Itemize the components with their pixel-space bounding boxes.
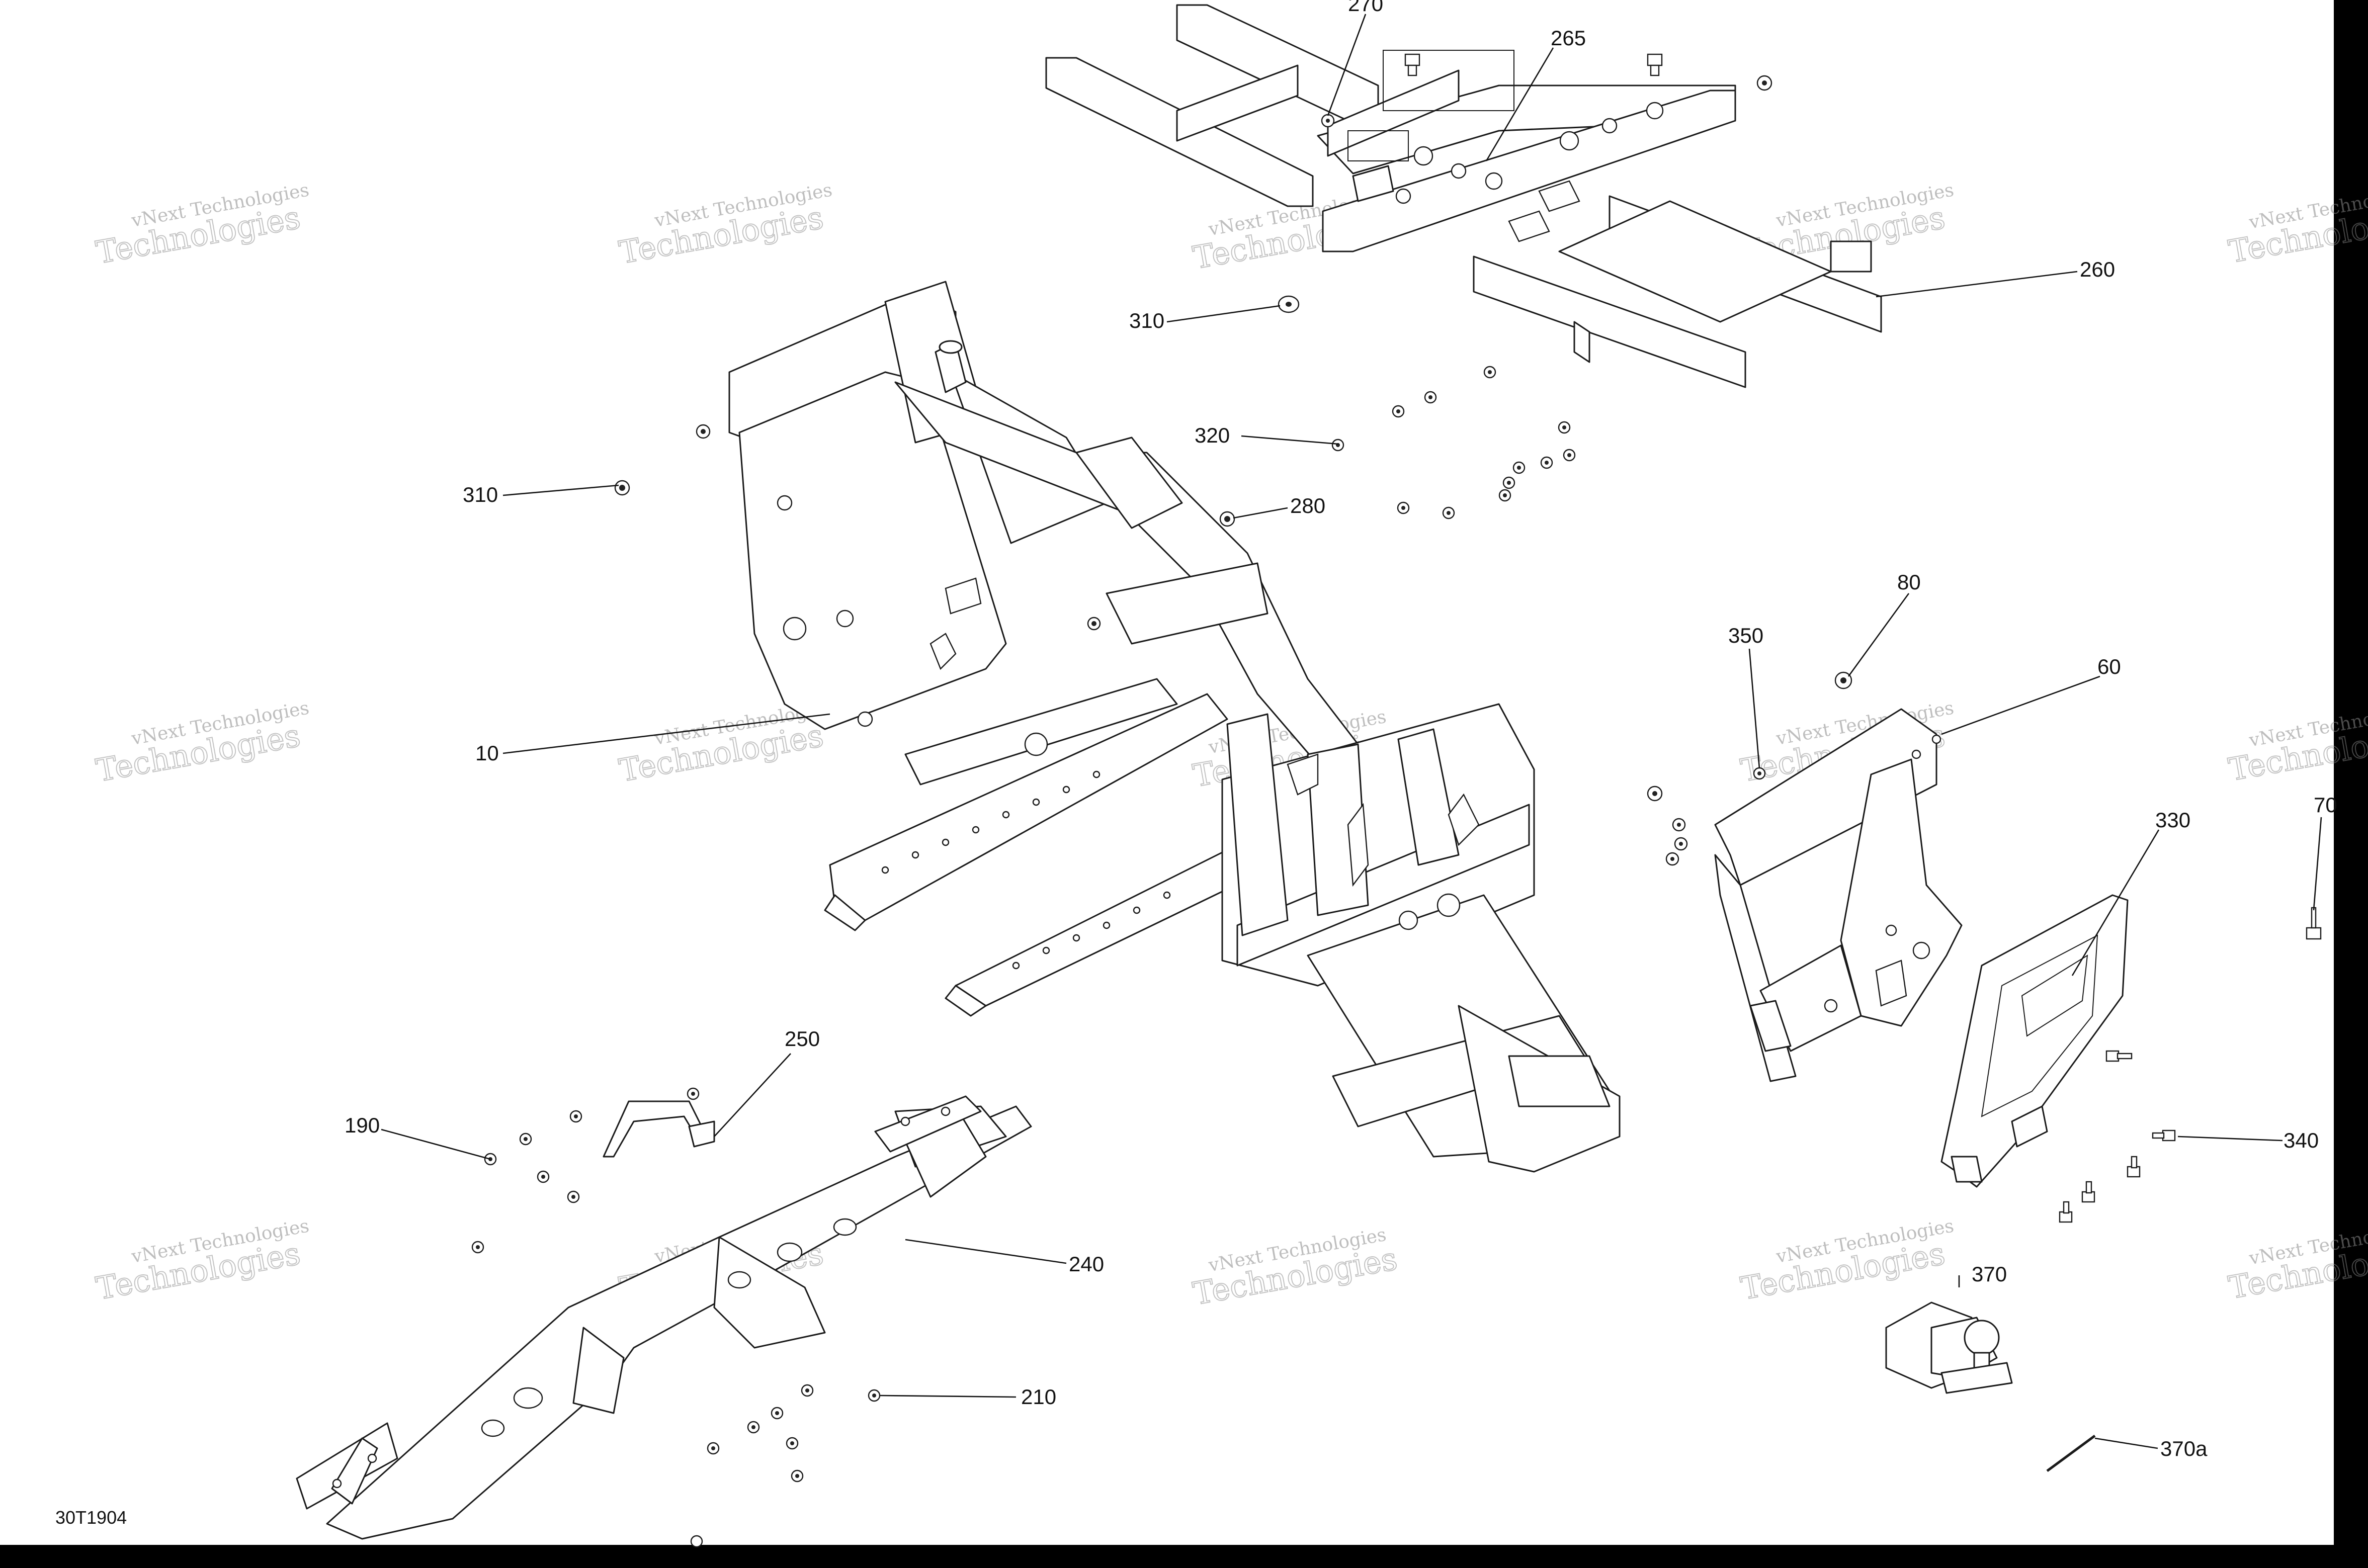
- callout-330: 330: [2155, 808, 2190, 832]
- nut-group-350: [1647, 767, 1766, 866]
- nut-group-320: [1331, 366, 1576, 519]
- callout-70: 70: [2314, 793, 2337, 817]
- callout-370: 370: [1972, 1262, 2007, 1286]
- callout-310-upper: 310: [1129, 309, 1164, 332]
- callout-265: 265: [1551, 26, 1586, 50]
- part-60-bracket: [1714, 708, 1963, 1082]
- nut-group-210: [690, 1384, 881, 1548]
- callout-280: 280: [1290, 494, 1325, 517]
- bolt-group-340: [2059, 1050, 2176, 1223]
- part-250-bracket: [603, 1100, 715, 1158]
- rail-holes: [881, 770, 1171, 970]
- part-370-hitch: [1885, 1301, 2013, 1394]
- nut-icon: [1087, 617, 1101, 631]
- diagram-code: 30T1904: [55, 1507, 127, 1528]
- nut-icon: [696, 424, 711, 439]
- watermark: vNext Technologies Technologies: [93, 180, 311, 271]
- fasteners: [471, 53, 2322, 1548]
- callout-60: 60: [2097, 655, 2121, 678]
- leader-lines: [381, 14, 2322, 1449]
- callout-240: 240: [1069, 1252, 1104, 1276]
- callout-260: 260: [2080, 257, 2115, 281]
- callout-310-left: 310: [463, 483, 498, 506]
- nut-icon: [614, 480, 630, 496]
- part-260-rear-subframe: [1045, 4, 1882, 388]
- watermark: vNext Technologies Technologies: [616, 180, 834, 271]
- callout-190: 190: [345, 1113, 380, 1137]
- callout-370a: 370a: [2160, 1437, 2208, 1460]
- callout-210: 210: [1021, 1385, 1056, 1409]
- watermark: vNext Technologies Technologies: [1190, 1225, 1400, 1313]
- callout-labels: 270 265 260 310 320 310 280 80 350 60 10…: [345, 0, 2337, 1460]
- spacer-icon: [1278, 295, 1300, 313]
- callout-250: 250: [785, 1027, 820, 1051]
- bolt-icon: [2306, 907, 2322, 940]
- callout-340: 340: [2284, 1128, 2319, 1152]
- watermark: vNext Technologies Technologies: [1738, 1215, 1956, 1307]
- nut-icon: [1756, 75, 1772, 91]
- callout-80: 80: [1897, 570, 1921, 594]
- callout-320: 320: [1195, 423, 1230, 447]
- callout-10: 10: [475, 741, 499, 765]
- part-330-plate: [1940, 894, 2129, 1188]
- part-10-main-frame: [728, 281, 1621, 1173]
- nut-icon: [1321, 114, 1335, 128]
- right-black-border: [2334, 0, 2368, 1568]
- part-370a-pin: [2046, 1434, 2096, 1472]
- callout-270: 270: [1348, 0, 1383, 16]
- watermark: vNext Technologies Technologies: [93, 698, 311, 789]
- nut-icon: [1834, 671, 1852, 689]
- bolt-icon: [1647, 53, 1663, 76]
- bottom-black-border: [0, 1545, 2368, 1568]
- bolt-icon: [1404, 53, 1420, 76]
- callout-350: 350: [1728, 624, 1763, 647]
- watermark: vNext Technologies Technologies: [93, 1215, 311, 1307]
- part-240-side-rail: [296, 1095, 1032, 1540]
- nut-icon: [1219, 511, 1235, 527]
